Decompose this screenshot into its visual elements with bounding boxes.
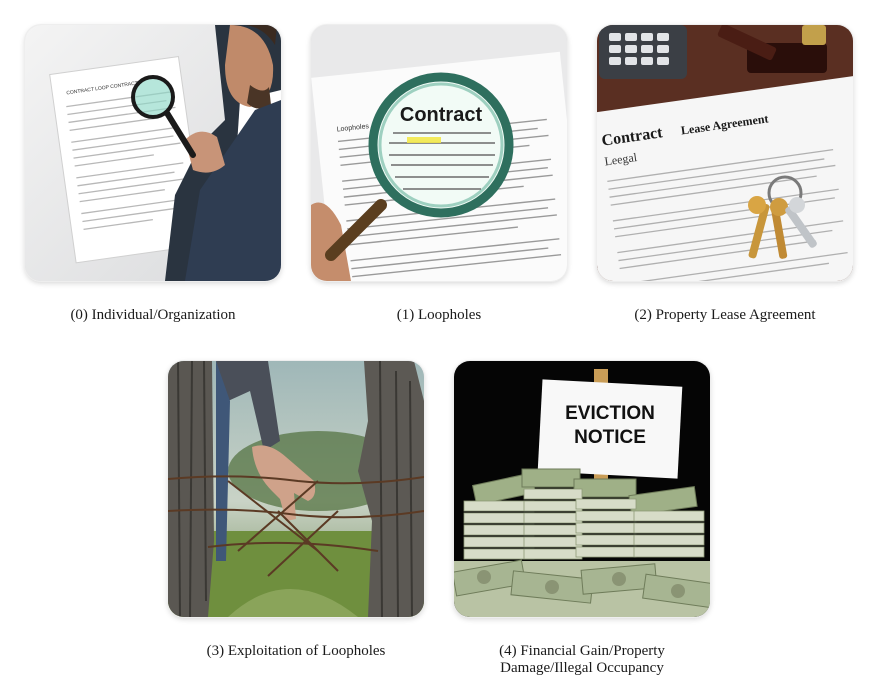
individual-inspecting-contract-illustration: CONTRACT LOOP CONTRACT (25, 25, 281, 281)
barbed-wire-icon (168, 475, 424, 577)
money-and-eviction-sign-illustration: EVICTION NOTICE (454, 361, 710, 617)
sign-line-notice: NOTICE (574, 427, 646, 448)
caption-financial-gain-line2: Damage/Illegal Occupancy (500, 660, 664, 676)
panel-image-loopholes: Loopholes Contract (311, 25, 567, 281)
eviction-notice-sign: EVICTION NOTICE (537, 379, 683, 479)
sign-line-eviction: EVICTION (565, 403, 655, 424)
broken-wooden-post-left (168, 361, 214, 617)
panel-image-financial-gain: EVICTION NOTICE (454, 361, 710, 617)
panel-image-exploitation (168, 361, 424, 617)
gavel-icon (717, 25, 827, 73)
hand-through-barbed-wire-illustration (168, 361, 424, 617)
doc-subtitle: Leegal (604, 150, 639, 168)
broken-wooden-post-right (358, 361, 424, 617)
caption-loopholes: (1) Loopholes (396, 307, 482, 323)
caption-financial-gain: (4) Financial Gain/Property Damage/Illeg… (454, 643, 710, 677)
panel-image-lease-agreement: Contract Lease Agreement Leegal (597, 25, 853, 281)
lease-agreement-illustration: Contract Lease Agreement Leegal (597, 25, 853, 281)
contract-under-magnifier-illustration: Loopholes Contract (311, 25, 567, 281)
magnifying-glass-icon: Contract (325, 72, 514, 261)
caption-exploitation: (3) Exploitation of Loopholes (206, 643, 386, 659)
magnifying-glass-icon (131, 75, 196, 158)
money-stack-icon (454, 468, 710, 617)
caption-lease-agreement: (2) Property Lease Agreement (634, 307, 816, 323)
doc-heading: Loopholes (336, 123, 369, 133)
calculator-icon (599, 25, 687, 79)
keys-icon (748, 175, 817, 259)
lens-text: Contract (400, 104, 483, 126)
caption-financial-gain-line1: (4) Financial Gain/Property (499, 643, 665, 659)
caption-individual: (0) Individual/Organization (70, 307, 236, 323)
panel-image-individual: CONTRACT LOOP CONTRACT (25, 25, 281, 281)
